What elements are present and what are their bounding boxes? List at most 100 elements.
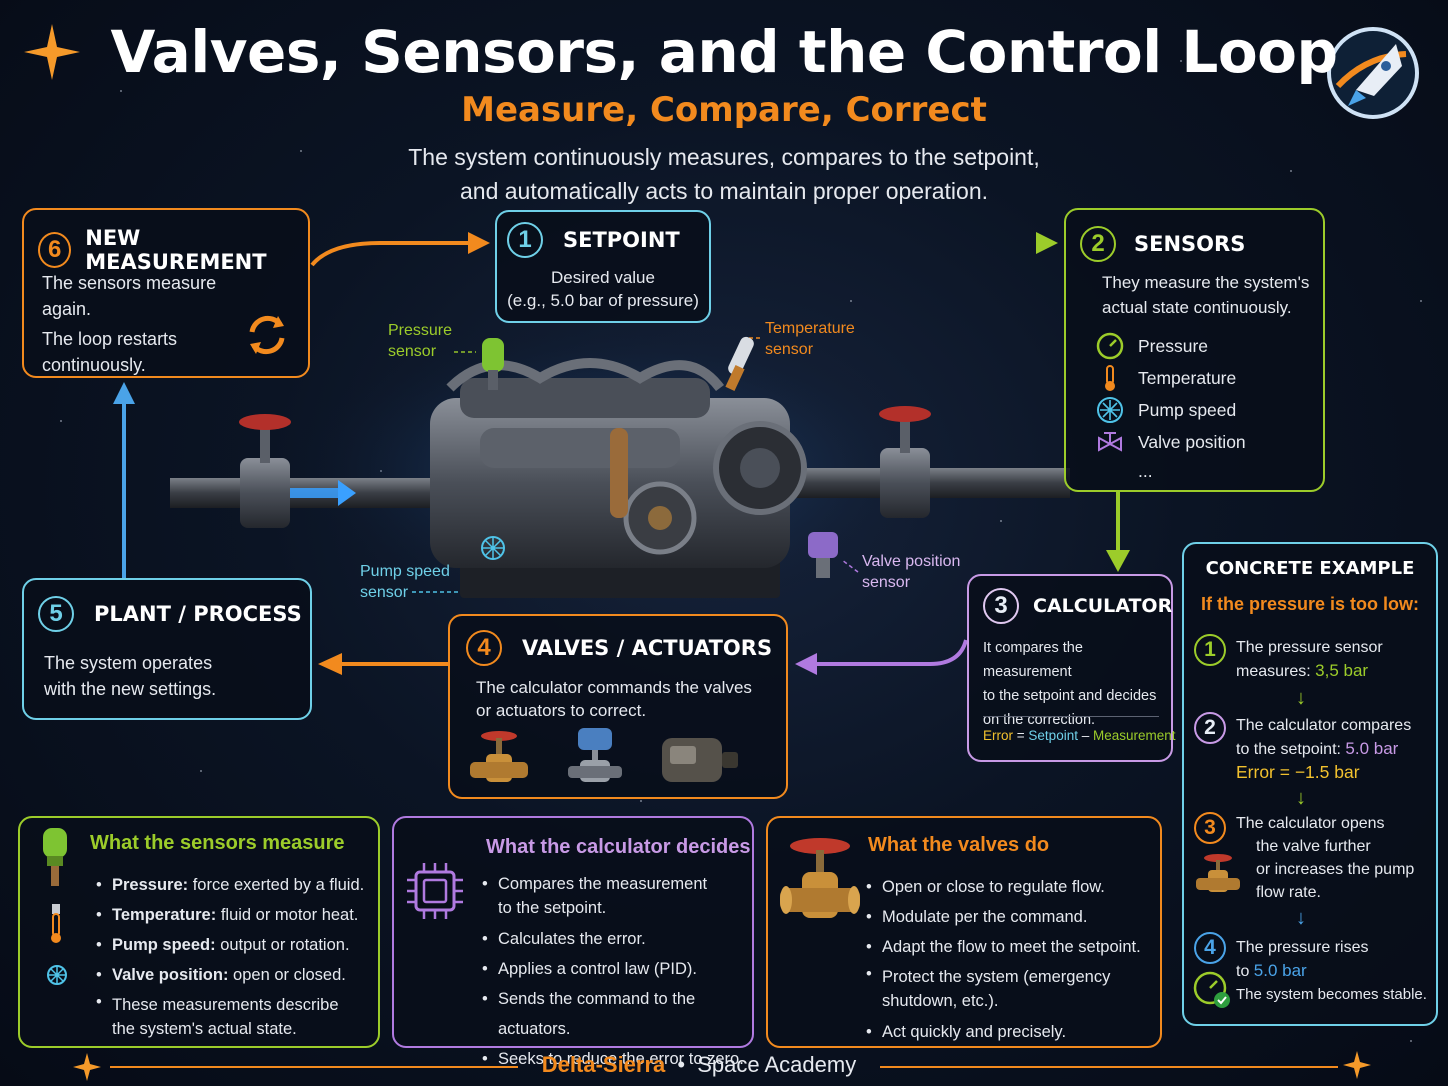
calculator-decides-panel: What the calculator decides Compares the… <box>392 816 754 1074</box>
term: Pressure: <box>112 876 189 894</box>
sensor-measure-list: Pressure: force exerted by a fluid. Temp… <box>94 870 364 1041</box>
gate-valve-icon <box>470 731 528 782</box>
description-line: The system continuously measures, compar… <box>408 144 1040 170</box>
fan-icon <box>47 965 67 985</box>
step-description: The calculator commands the valves or ac… <box>476 676 752 722</box>
formula-operator: – <box>1081 728 1090 743</box>
valves-do-panel: What the valves do Open or close to regu… <box>766 816 1162 1048</box>
valve-position-sensor-label: Valve position sensor <box>862 551 960 593</box>
step-description: The system operates with the new setting… <box>44 650 216 702</box>
list-item-label: Valve position <box>1138 431 1246 452</box>
text-line: with the new settings. <box>44 679 217 699</box>
divider <box>983 716 1159 717</box>
text-line: Desired value <box>551 268 655 287</box>
label-line: Pressure <box>388 322 453 339</box>
text-line: It compares the measurement <box>983 640 1083 680</box>
refresh-cycle-icon <box>249 315 285 355</box>
text-line: actual state continuously. <box>1102 298 1292 317</box>
label-line: Pump speed <box>360 563 450 580</box>
list-item: Pressure <box>1096 330 1246 362</box>
text-line: Protect the system (emergency <box>882 968 1111 986</box>
list-item: Pump speed <box>1096 394 1246 426</box>
formula-term: Error <box>983 728 1013 743</box>
page-subtitle: Measure, Compare, Correct <box>461 90 987 130</box>
microchip-icon <box>407 863 463 919</box>
label-line: Temperature <box>765 320 855 337</box>
term: Valve position: <box>112 966 229 984</box>
brand-name: Delta-Sierra <box>541 1052 666 1077</box>
text-line: The calculator opens <box>1236 815 1385 832</box>
list-item: Act quickly and precisely. <box>864 1017 1141 1047</box>
list-item: Open or close to regulate flow. <box>864 872 1141 902</box>
example-step-text: The calculator compares to the setpoint:… <box>1236 714 1411 784</box>
example-step-text: The calculator opens the valve further o… <box>1236 812 1414 904</box>
text-line: The pressure sensor <box>1236 639 1383 656</box>
text-line: The calculator compares <box>1236 717 1412 734</box>
thermometer-icon <box>51 904 61 943</box>
sparkle-icon <box>73 1053 101 1081</box>
label-line: sensor <box>388 343 437 360</box>
concrete-example-box: CONCRETE EXAMPLE If the pressure is too … <box>1182 542 1438 1026</box>
footer-divider <box>880 1066 1338 1068</box>
error-value: Error = −1.5 bar <box>1236 762 1360 782</box>
electric-actuator-icon <box>662 738 738 782</box>
list-item: ... <box>1138 461 1153 481</box>
list-item: Pressure: force exerted by a fluid. <box>94 870 364 900</box>
step-number-badge: 1 <box>507 222 543 258</box>
list-item: Valve position <box>1096 426 1246 458</box>
list-item: Temperature: fluid or motor heat. <box>94 900 364 930</box>
list-item: Applies a control law (PID). <box>480 954 752 984</box>
fan-icon <box>1097 397 1123 423</box>
sparkle-icon <box>1343 1051 1371 1079</box>
text-line: to the setpoint and decides <box>983 688 1157 704</box>
list-item: Valve position: open or closed. <box>94 960 364 990</box>
text-line: flow rate. <box>1256 884 1321 901</box>
list-item-label: Pressure <box>1138 335 1209 356</box>
step-sensors-box: 2 SENSORS They measure the system's actu… <box>1064 208 1325 492</box>
step-setpoint-box: 1 SETPOINT Desired value (e.g., 5.0 bar … <box>495 210 711 323</box>
step-title: SENSORS <box>1134 232 1246 256</box>
step-description: Desired value (e.g., 5.0 bar of pressure… <box>497 266 709 312</box>
text-line: The sensors measure again. <box>42 273 217 319</box>
list-item: Calculates the error. <box>480 924 752 954</box>
rocket-logo-icon <box>1327 27 1419 119</box>
example-title: CONCRETE EXAMPLE <box>1205 558 1415 579</box>
step-calculator-box: 3 CALCULATOR It compares the measurement… <box>967 574 1176 762</box>
text-line: (e.g., 5.0 bar of pressure) <box>507 291 699 310</box>
footer-divider <box>110 1066 518 1068</box>
sensor-type-list: Pressure Temperature Pump speed Valve po… <box>1096 330 1246 484</box>
list-item: Pump speed: output or rotation. <box>94 930 364 960</box>
definition: output or rotation. <box>215 936 350 954</box>
pump-speed-sensor-label: Pump speed sensor <box>360 561 450 603</box>
text-line: Compares the measurement <box>498 875 708 893</box>
step-description: It compares the measurement to the setpo… <box>983 636 1171 732</box>
text-line: the valve further <box>1256 838 1371 855</box>
pressure-sensor-label: Pressure sensor <box>388 320 452 362</box>
control-valve-icon <box>568 728 622 782</box>
text-line: shutdown, etc.). <box>882 992 999 1010</box>
down-arrow-icon: ↓ <box>1296 787 1306 809</box>
label-line: sensor <box>360 584 409 601</box>
separator: • <box>677 1052 686 1077</box>
academy-name: Space Academy <box>697 1052 857 1077</box>
label-line: Valve position <box>862 553 961 570</box>
step-title: VALVES / ACTUATORS <box>522 636 773 660</box>
formula-term: Setpoint <box>1028 728 1078 743</box>
valve-icon <box>780 838 860 918</box>
label-line: sensor <box>765 341 814 358</box>
sensors-measure-panel: What the sensors measure Pressure: force… <box>18 816 380 1048</box>
text-line: continuously. <box>42 355 146 375</box>
list-item: Protect the system (emergency shutdown, e… <box>864 962 1141 1013</box>
definition: open or closed. <box>228 966 346 984</box>
stable-value: 5.0 bar <box>1253 961 1307 980</box>
valve-icon <box>1098 432 1122 452</box>
text-line: The pressure rises <box>1236 939 1369 956</box>
label-line: sensor <box>862 574 911 591</box>
definition: force exerted by a fluid. <box>188 876 365 894</box>
measured-value: 3,5 bar <box>1315 661 1369 680</box>
list-item: Sends the command to the actuators. <box>480 984 752 1044</box>
page-description: The system continuously measures, compar… <box>0 140 1448 208</box>
step-title: NEW MEASUREMENT <box>85 226 267 274</box>
